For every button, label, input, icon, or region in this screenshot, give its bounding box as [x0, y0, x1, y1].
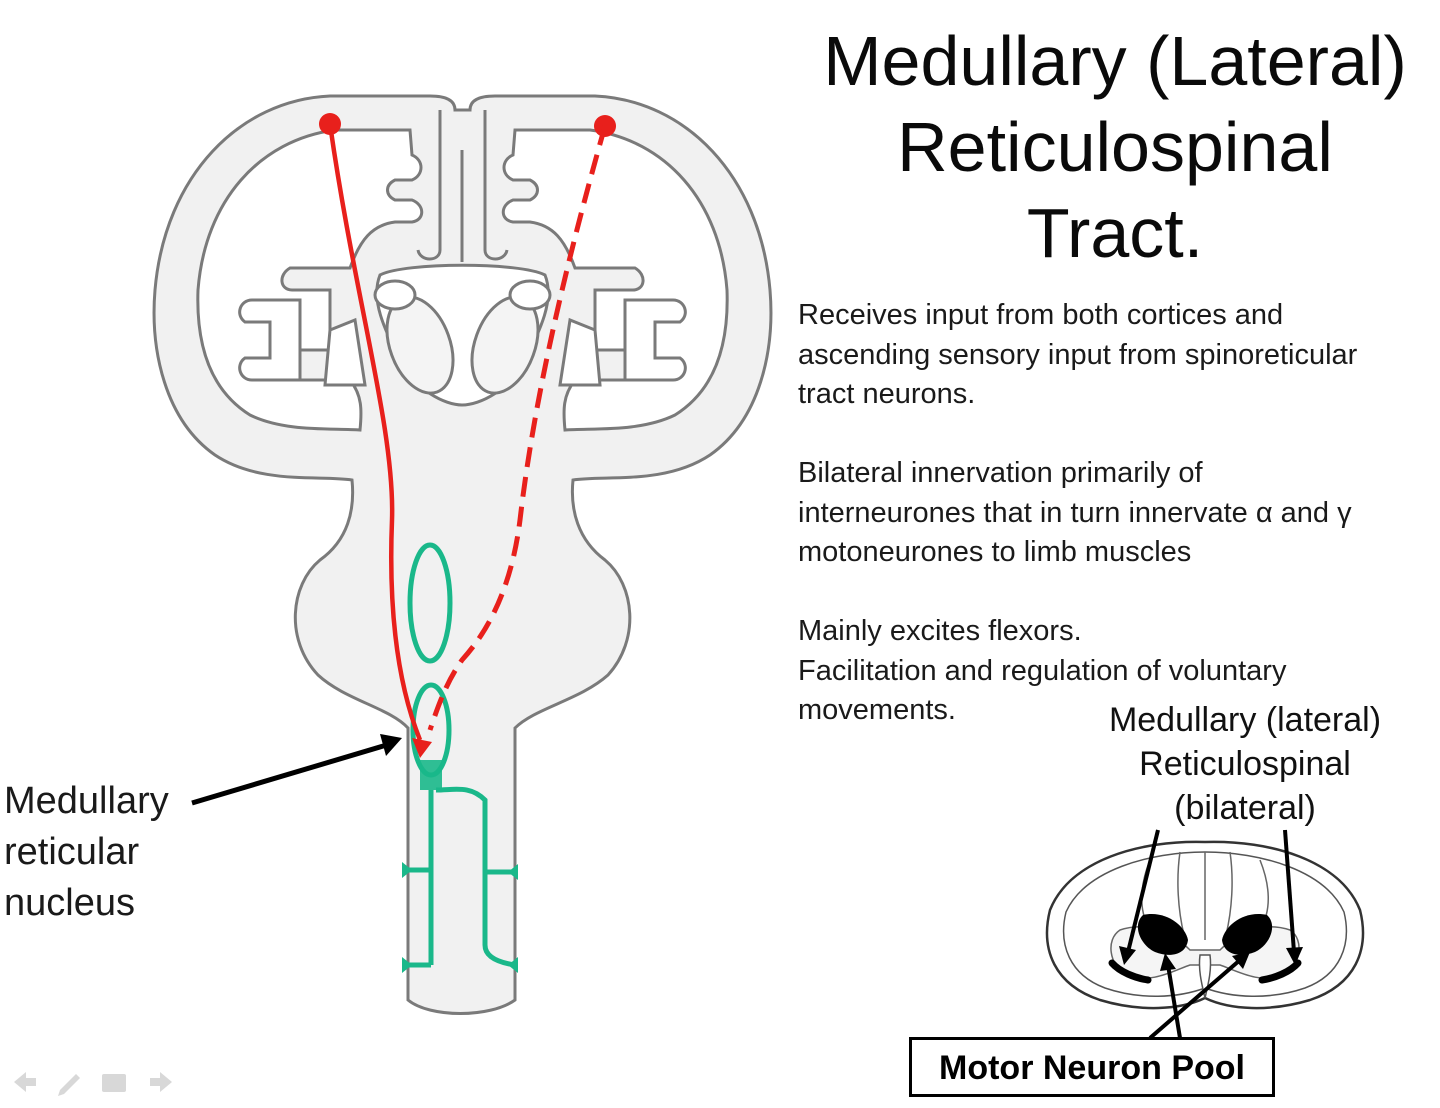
ipsilateral-cortical-tract	[327, 123, 423, 741]
label-line: nucleus	[4, 882, 135, 924]
nav-pen-icon[interactable]	[58, 1074, 80, 1096]
right-ventricle	[558, 317, 602, 387]
label-line: Reticulospinal	[1139, 745, 1351, 783]
paragraph-line: motoneurones to limb muscles	[798, 536, 1192, 568]
label-line: Medullary (lateral)	[1108, 701, 1382, 739]
left-small-nucleus	[373, 279, 417, 311]
label-line: reticular	[4, 831, 140, 873]
pool-arrowhead-right	[1232, 952, 1250, 969]
nav-menu-icon[interactable]	[102, 1074, 126, 1092]
right-ventral-horn	[1222, 914, 1273, 955]
pool-arrow-right	[1148, 958, 1242, 1040]
title-line: Medullary (Lateral)	[823, 22, 1407, 100]
left-ventricle	[323, 317, 367, 387]
cord-tract-label: Medullary (lateral) Reticulospinal (bila…	[1080, 698, 1410, 830]
paragraph-line: ascending sensory input from spinoreticu…	[798, 338, 1358, 371]
midline-right	[483, 110, 509, 261]
label-pointer-arrowhead	[380, 734, 402, 756]
cord-arrow-right	[1283, 829, 1296, 953]
left-capsule	[238, 298, 302, 382]
central-canal	[1198, 954, 1212, 999]
pool-arrowhead-left	[1160, 953, 1176, 971]
motor-neuron-pool-label: Motor Neuron Pool	[909, 1037, 1275, 1097]
paragraph-inputs: Receives input from both cortices and as…	[798, 296, 1438, 415]
paragraph-line: movements.	[798, 694, 956, 726]
paragraph-line: Receives input from both cortices and	[798, 299, 1284, 331]
medullary-reticular-nucleus-label: Medullary reticular nucleus	[4, 776, 169, 929]
paragraph-line: tract neurons.	[798, 378, 976, 410]
label-pointer-line	[191, 741, 391, 806]
pool-arrow-left	[1166, 964, 1182, 1039]
paragraph-line: interneurones that in turn innervate α a…	[798, 496, 1352, 529]
nav-next-icon[interactable]	[150, 1072, 172, 1092]
cord-arrowhead-right	[1286, 947, 1303, 965]
medullary-neuron-soma	[420, 760, 442, 790]
contralateral-cortical-tract	[427, 125, 608, 731]
cord-arrowhead-left	[1119, 946, 1136, 965]
paragraph-function: Mainly excites flexors. Facilitation and…	[798, 612, 1438, 731]
brainstem-diagram	[152, 94, 773, 1015]
axon-terminal-left-1	[402, 862, 412, 878]
left-ventral-horn	[1137, 914, 1188, 955]
axon-terminal-left-2	[402, 957, 412, 973]
paragraph-line: Bilateral innervation primarily of	[798, 457, 1203, 489]
tract-arrowhead	[412, 738, 432, 758]
axon-terminal-right-2	[508, 957, 518, 973]
label-line: Medullary	[4, 780, 169, 822]
right-lateral-tract	[1258, 959, 1302, 984]
paragraph-innervation: Bilateral innervation primarily of inter…	[798, 454, 1438, 573]
right-small-nucleus	[508, 279, 552, 311]
label-line: (bilateral)	[1174, 789, 1316, 827]
reticulospinal-axons	[403, 786, 516, 968]
title-line: Reticulospinal	[897, 108, 1333, 186]
title-line: Tract.	[1026, 194, 1204, 272]
axon-terminal-right-1	[508, 864, 518, 880]
dorsal-sulci	[1141, 851, 1269, 940]
slide-title: Medullary (Lateral) Reticulospinal Tract…	[780, 18, 1440, 276]
cord-arrow-left	[1126, 829, 1160, 953]
pontine-reticular-nucleus	[407, 542, 453, 664]
spinal-cord-cross-section	[1045, 829, 1365, 1040]
nav-prev-icon[interactable]	[14, 1072, 36, 1092]
slideshow-nav	[14, 1072, 172, 1096]
midline-left	[416, 110, 442, 261]
left-lateral-tract	[1108, 959, 1152, 984]
paragraph-line: Mainly excites flexors.	[798, 615, 1082, 647]
right-capsule	[623, 298, 687, 382]
paragraph-line: Facilitation and regulation of voluntary	[798, 654, 1287, 687]
